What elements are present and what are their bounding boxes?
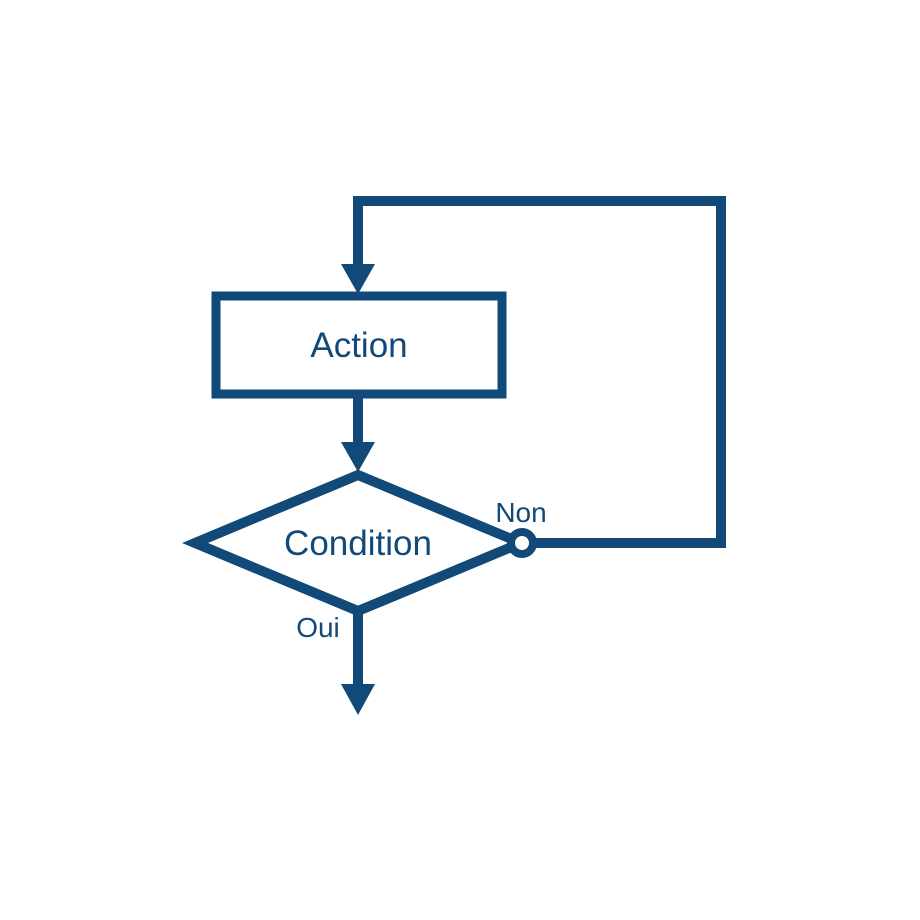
condition-label: Condition	[284, 524, 432, 563]
arrowhead-exit	[341, 684, 375, 715]
arrowhead-into-condition	[341, 442, 375, 472]
condition-diamond	[182, 469, 534, 617]
action-box	[211, 291, 507, 399]
loop-back-connector	[341, 196, 726, 548]
loop-back-line	[353, 196, 726, 548]
action-label: Action	[310, 326, 407, 365]
non-edge-label: Non	[495, 497, 546, 528]
arrowhead-into-action	[341, 264, 375, 294]
exit-connector	[341, 606, 375, 715]
oui-edge-label: Oui	[296, 612, 340, 643]
action-to-condition-connector	[341, 394, 375, 472]
loop-connector-circle-icon	[507, 528, 537, 558]
